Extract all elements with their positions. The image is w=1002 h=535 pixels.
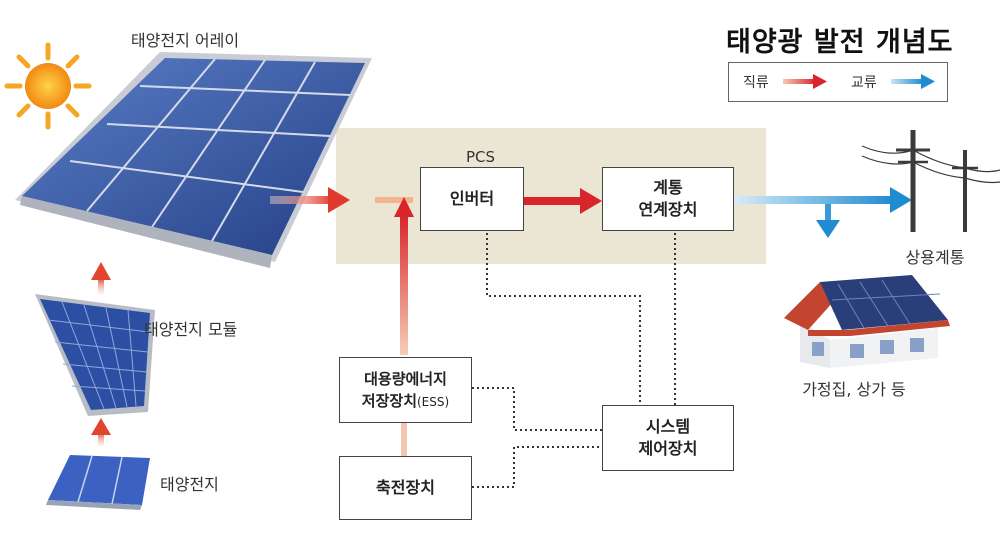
diagram-title: 태양광 발전 개념도 bbox=[726, 27, 954, 58]
legend-ac-arrow bbox=[891, 74, 935, 89]
legend-dc-arrow bbox=[783, 74, 827, 89]
ess-label-suffix: (ESS) bbox=[417, 394, 450, 409]
solar-cell-icon bbox=[46, 455, 150, 510]
legend: 직류 교류 bbox=[728, 62, 948, 102]
cell-to-module-arrow bbox=[91, 418, 111, 446]
module-to-array-arrow bbox=[91, 262, 111, 294]
system-control-label-1: 시스템 bbox=[645, 417, 691, 436]
grid-connect-to-home-arrow bbox=[816, 204, 840, 238]
inverter-label: 인버터 bbox=[449, 189, 495, 208]
system-control-box: 시스템 제어장치 bbox=[602, 405, 734, 471]
legend-arrows bbox=[783, 74, 935, 89]
house-icon bbox=[784, 275, 950, 368]
charger-box: 축전장치 bbox=[339, 456, 472, 520]
grid-connect-box: 계통 연계장치 bbox=[602, 167, 734, 231]
solar-module-icon bbox=[35, 294, 155, 416]
ess-box: 대용량에너지 저장장치(ESS) bbox=[339, 357, 472, 423]
inverter-to-grid-connect-arrow bbox=[524, 188, 602, 214]
grid-connect-label-2: 연계장치 bbox=[638, 200, 698, 219]
inverter-box: 인버터 bbox=[420, 167, 524, 231]
ess-label-2-row: 저장장치(ESS) bbox=[362, 390, 449, 413]
ess-to-inverter-arrow bbox=[394, 197, 414, 456]
sun-icon bbox=[4, 42, 92, 130]
cell-label: 태양전지 bbox=[160, 475, 219, 494]
legend-dc-label: 직류 bbox=[743, 75, 769, 91]
ess-label-2: 저장장치 bbox=[361, 391, 417, 410]
grid-connect-to-utility-arrow bbox=[734, 187, 912, 213]
legend-ac-label: 교류 bbox=[851, 75, 877, 91]
utility-pole-icon bbox=[861, 130, 1001, 232]
array-label: 태양전지 어레이 bbox=[131, 31, 239, 50]
grid-label: 상용계통 bbox=[906, 248, 965, 267]
home-label: 가정집, 상가 등 bbox=[802, 380, 906, 399]
control-lines bbox=[472, 233, 676, 488]
ess-label-1: 대용량에너지 bbox=[364, 369, 447, 388]
pcs-input-stub bbox=[375, 197, 413, 203]
charger-label: 축전장치 bbox=[376, 478, 435, 497]
grid-connect-label-1: 계통 bbox=[653, 178, 683, 197]
array-to-pcs-arrow bbox=[270, 187, 350, 213]
system-control-label-2: 제어장치 bbox=[638, 439, 698, 458]
solar-array-icon bbox=[15, 52, 372, 268]
module-label: 태양전지 모듈 bbox=[144, 320, 237, 339]
pcs-label: PCS bbox=[466, 148, 496, 166]
